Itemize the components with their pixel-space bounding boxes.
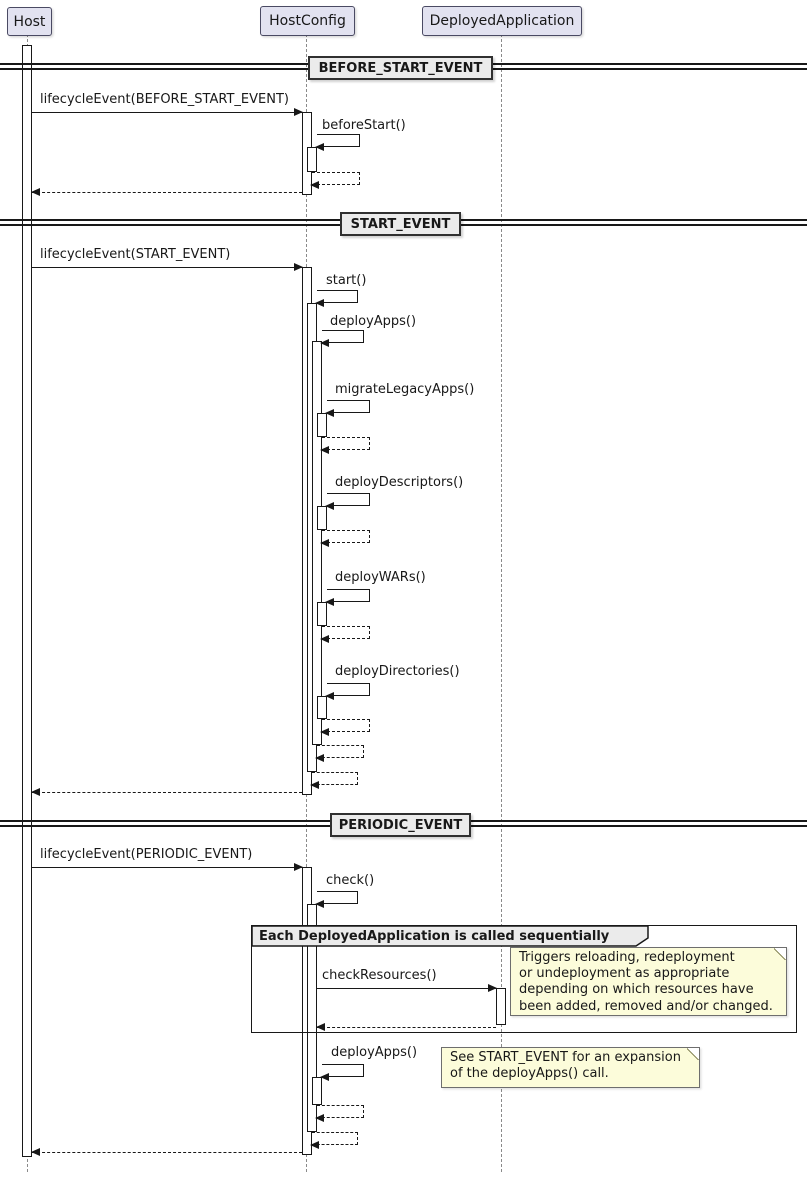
group-frame-header <box>251 925 651 949</box>
arrowhead-icon <box>325 409 334 417</box>
message-return <box>31 1148 302 1156</box>
activation-bar <box>307 147 317 172</box>
self-call <box>325 400 370 417</box>
participant-host: Host <box>7 7 52 36</box>
message-call <box>317 984 497 992</box>
activation-bar <box>317 413 327 437</box>
arrowhead-icon <box>31 1148 40 1156</box>
divider-label: BEFORE_START_EVENT <box>318 60 483 76</box>
arrowhead-icon <box>294 863 303 871</box>
message-call <box>32 263 303 271</box>
participant-hostconfig: HostConfig <box>260 6 355 36</box>
arrowhead-icon <box>294 108 303 116</box>
self-return <box>310 1132 358 1149</box>
arrowhead-icon <box>316 1023 325 1031</box>
group-frame-label: Each DeployedApplication is called seque… <box>259 929 610 944</box>
message-call <box>32 863 303 871</box>
arrowhead-icon <box>320 539 329 547</box>
lifeline-deployedapplication <box>501 34 502 1172</box>
arrowhead-icon <box>320 635 329 643</box>
note-line: of the deployApps() call. <box>450 1066 609 1082</box>
self-return <box>315 745 364 762</box>
self-call-label: check() <box>326 873 375 888</box>
self-call <box>315 290 358 307</box>
divider-label-box: START_EVENT <box>340 212 461 236</box>
arrowhead-icon <box>310 1141 319 1149</box>
arrowhead-icon <box>315 299 324 307</box>
message-label: lifecycleEvent(PERIODIC_EVENT) <box>40 847 253 862</box>
message-return <box>31 188 302 196</box>
note-line: See START_EVENT for an expansion <box>450 1050 681 1065</box>
self-return <box>310 772 358 789</box>
participant-deployedapplication: DeployedApplication <box>422 6 582 36</box>
participant-label: HostConfig <box>269 13 346 29</box>
message-label: lifecycleEvent(START_EVENT) <box>40 247 231 262</box>
arrowhead-icon <box>315 754 324 762</box>
participant-label: Host <box>13 13 46 30</box>
self-call <box>320 330 364 347</box>
self-call-label: deployDescriptors() <box>335 475 464 490</box>
arrowhead-icon <box>315 143 324 151</box>
divider-label-box: PERIODIC_EVENT <box>330 813 471 837</box>
self-return <box>320 437 370 454</box>
arrowhead-icon <box>310 781 319 789</box>
arrowhead-icon <box>320 1073 329 1081</box>
self-call <box>315 134 360 151</box>
note-line: Triggers reloading, redeployment <box>519 950 735 965</box>
activation-bar <box>317 696 327 719</box>
self-call-label: deployDirectories() <box>335 664 460 679</box>
activation-bar <box>496 988 506 1025</box>
activation-bar <box>317 506 327 530</box>
self-call-label: deployApps() <box>330 314 417 329</box>
self-call <box>325 493 370 510</box>
self-return <box>315 1105 364 1122</box>
self-call-label: deployApps() <box>331 1045 418 1060</box>
divider-label: START_EVENT <box>350 216 451 232</box>
arrowhead-icon <box>320 446 329 454</box>
arrowhead-icon <box>315 1114 324 1122</box>
arrowhead-icon <box>310 181 319 189</box>
arrowhead-icon <box>31 188 40 196</box>
arrowhead-icon <box>320 728 329 736</box>
note-line: depending on which resources have <box>519 982 754 998</box>
arrowhead-icon <box>325 598 334 606</box>
arrowhead-icon <box>325 692 334 700</box>
divider-label-box: BEFORE_START_EVENT <box>308 56 493 80</box>
self-return <box>310 172 360 189</box>
note-fold-icon <box>774 948 786 960</box>
activation-bar <box>22 45 32 1157</box>
self-call-label: beforeStart() <box>322 118 406 133</box>
message-label: lifecycleEvent(BEFORE_START_EVENT) <box>40 92 289 107</box>
self-return <box>320 530 370 547</box>
self-call-label: migrateLegacyApps() <box>335 382 475 397</box>
self-call <box>325 683 370 700</box>
activation-bar <box>307 904 317 1132</box>
divider-label: PERIODIC_EVENT <box>338 817 463 833</box>
activation-bar <box>312 1077 322 1105</box>
self-call-label: deployWARs() <box>335 570 426 585</box>
arrowhead-icon <box>325 502 334 510</box>
note-fold-icon <box>687 1048 699 1060</box>
arrowhead-icon <box>315 900 324 908</box>
message-return <box>316 1023 496 1031</box>
self-return <box>320 626 370 643</box>
arrowhead-icon <box>320 339 329 347</box>
note-line: or undeployment as appropriate <box>519 966 730 982</box>
arrowhead-icon <box>488 984 497 992</box>
message-return <box>31 788 302 796</box>
message-label: checkResources() <box>322 968 437 983</box>
self-return <box>320 719 370 736</box>
self-call-label: start() <box>326 273 367 288</box>
message-call <box>32 108 303 116</box>
arrowhead-icon <box>31 788 40 796</box>
arrowhead-icon <box>294 263 303 271</box>
note-line: been added, removed and/or changed. <box>519 998 773 1014</box>
participant-label: DeployedApplication <box>429 13 575 29</box>
self-call <box>320 1064 364 1081</box>
self-call <box>315 891 358 908</box>
activation-bar <box>317 602 327 626</box>
self-call <box>325 589 370 606</box>
